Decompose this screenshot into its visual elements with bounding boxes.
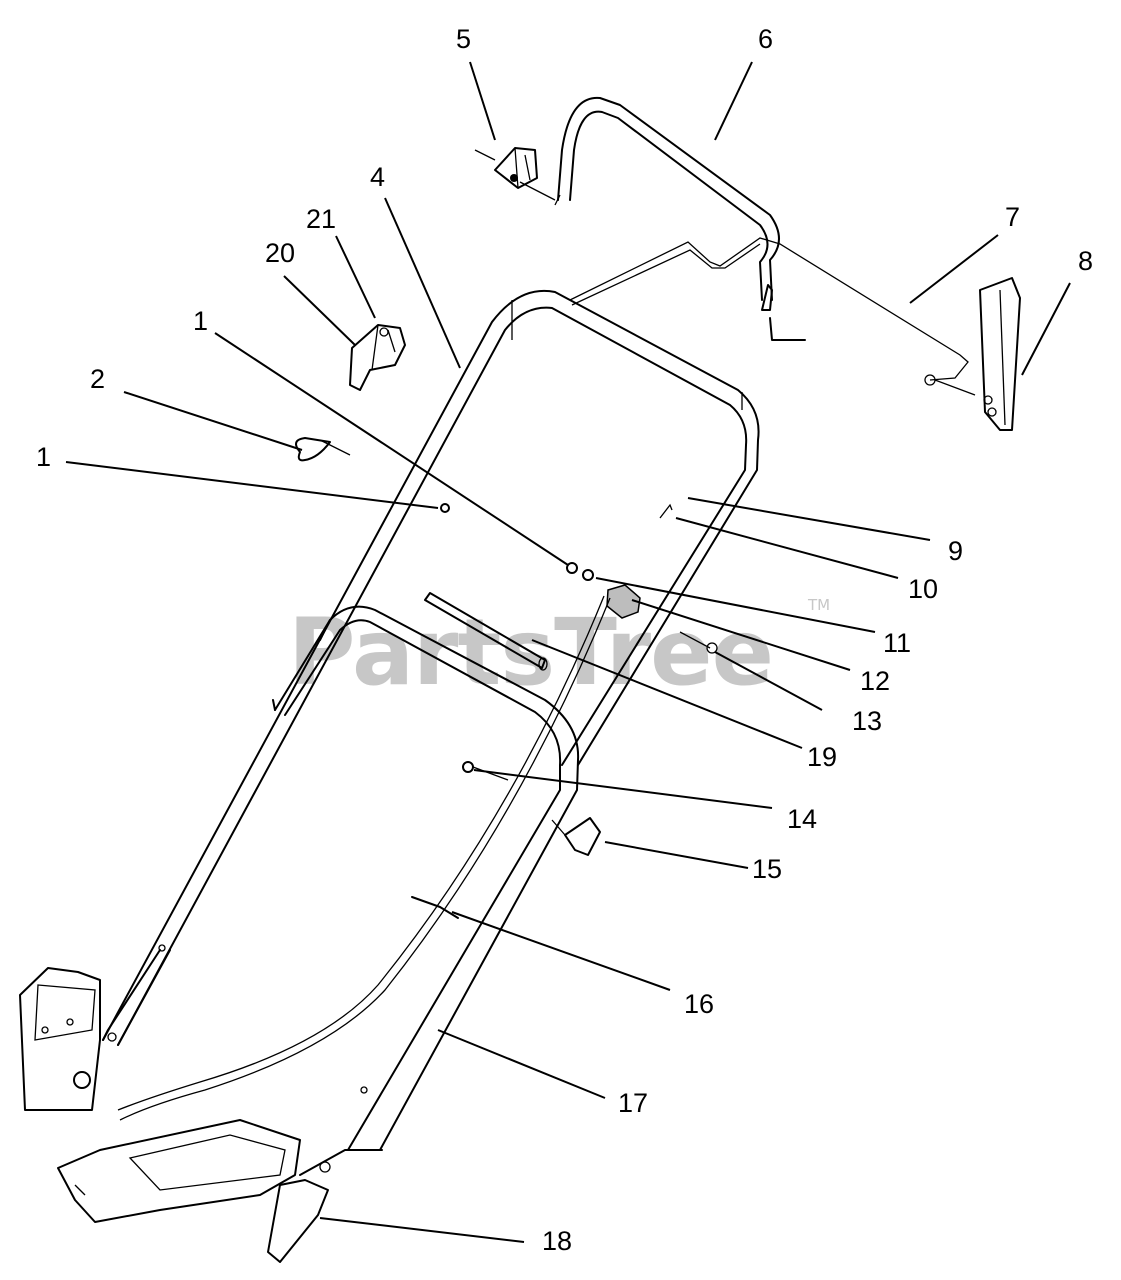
callout-19: 19 <box>807 742 837 772</box>
callout-2: 2 <box>90 364 105 394</box>
callout-21: 21 <box>306 204 336 234</box>
callout-13: 13 <box>852 706 882 736</box>
upper-handle <box>102 289 760 1046</box>
cable-tie <box>411 896 459 919</box>
cable-guide <box>474 147 538 189</box>
callout-6: 6 <box>758 24 773 54</box>
height-bracket <box>19 967 101 1111</box>
drive-cable <box>117 595 611 1121</box>
rear-flap <box>57 1119 329 1263</box>
callout-10: 10 <box>908 574 938 604</box>
callout-15: 15 <box>752 854 782 884</box>
callout-5: 5 <box>456 24 471 54</box>
engine-bracket <box>979 277 1021 431</box>
callout-7: 7 <box>1005 202 1020 232</box>
callout-1-upper: 1 <box>193 306 208 336</box>
handle-bolt <box>462 761 509 781</box>
callout-18: 18 <box>542 1226 572 1256</box>
callout-9: 9 <box>948 536 963 566</box>
cable-eyelet <box>295 437 351 462</box>
callout-14: 14 <box>787 804 817 834</box>
callout-20: 20 <box>265 238 295 268</box>
cable-clamp <box>349 324 406 391</box>
callout-17: 17 <box>618 1088 648 1118</box>
callout-16: 16 <box>684 989 714 1019</box>
control-cable-upper <box>569 237 976 396</box>
leader-lines <box>65 61 1071 1243</box>
callout-11: 11 <box>883 628 911 658</box>
watermark-trademark: TM <box>807 596 830 614</box>
callout-labels: 5 6 4 21 20 1 2 1 7 8 9 10 11 12 13 19 1… <box>36 24 1093 1256</box>
callout-12: 12 <box>860 666 890 696</box>
control-bail <box>519 96 806 341</box>
callout-4: 4 <box>370 162 385 192</box>
callout-8: 8 <box>1078 246 1093 276</box>
callout-1-lower: 1 <box>36 442 51 472</box>
lower-handle <box>272 605 580 1176</box>
handle-knob <box>551 817 601 856</box>
handle-hardware <box>440 503 718 654</box>
handle-grip <box>424 592 548 671</box>
